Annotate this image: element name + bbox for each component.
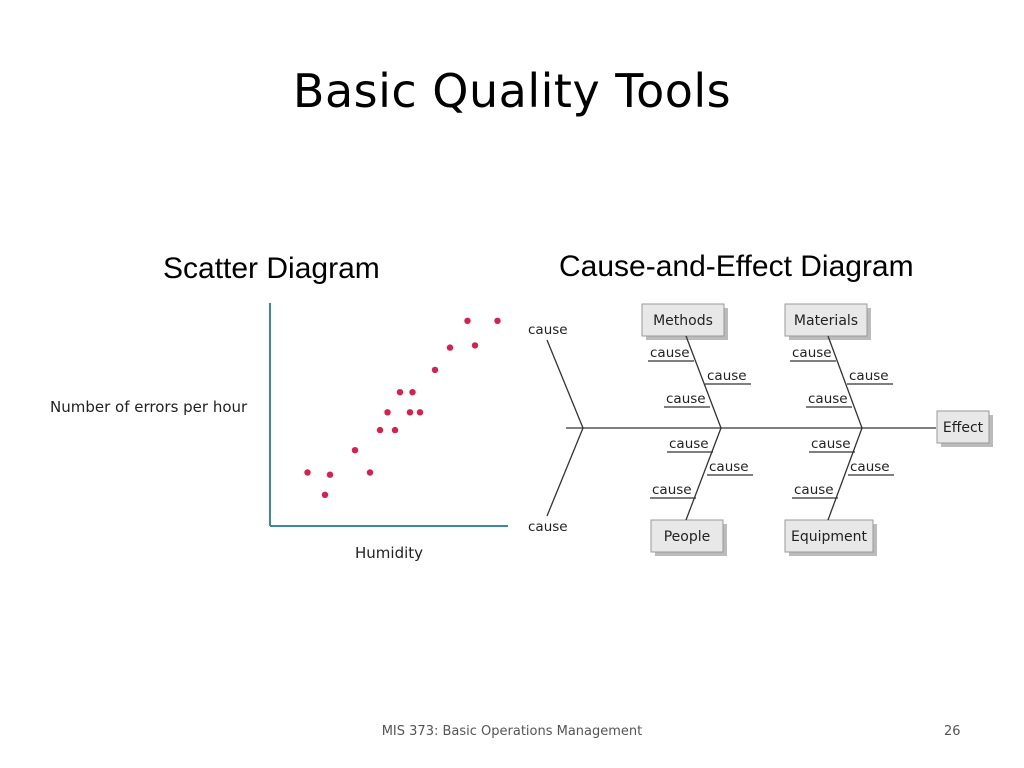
y-axis-label: Number of errors per hour (50, 398, 248, 416)
scatter-point (376, 426, 384, 434)
scatter-point (396, 389, 404, 396)
scatter-point (471, 342, 479, 349)
cause-label: cause (811, 436, 851, 452)
scatter-point (391, 426, 399, 434)
scatter-point (384, 409, 391, 416)
cause-label: cause (669, 436, 709, 452)
cause-label: cause (528, 322, 568, 338)
cause-label: cause (794, 482, 834, 498)
scatter-point (351, 447, 359, 454)
bone-methods (685, 335, 722, 429)
scatter-point (409, 389, 416, 396)
cause-label: cause (792, 345, 832, 361)
cause-label: cause (666, 391, 706, 407)
category-box (784, 519, 874, 553)
bone-people (685, 427, 722, 521)
cause-label: cause (709, 459, 749, 475)
category-box (650, 519, 724, 553)
fishbone-bones (546, 303, 993, 556)
cause-label: cause (652, 482, 692, 498)
category-label: Methods (653, 313, 713, 329)
category-label: Materials (794, 313, 858, 329)
scatter-point (446, 344, 454, 351)
scatter-points (304, 317, 501, 498)
cause-label: cause (528, 519, 568, 535)
scatter-point (464, 317, 471, 324)
cause-label: cause (849, 368, 889, 384)
cause-label: cause (650, 345, 690, 361)
cause-label: cause (707, 368, 747, 384)
cause-effect-diagram-heading: Cause-and-Effect Diagram (559, 250, 914, 283)
category-label: People (664, 529, 711, 545)
bone-equipment (827, 427, 863, 521)
category-label: Equipment (791, 529, 868, 545)
effect-label: Effect (943, 420, 984, 436)
scatter-diagram-heading: Scatter Diagram (163, 252, 380, 285)
tail-bone-bottom (546, 427, 584, 517)
slide-footer: MIS 373: Basic Operations Management (381, 724, 643, 739)
scatter-point (326, 471, 334, 478)
scatter-point (431, 366, 439, 374)
scatter-point (406, 409, 414, 416)
cause-label: cause (850, 459, 890, 475)
bone-materials (827, 335, 863, 429)
scatter-point (416, 409, 424, 416)
scatter-diagram: Number of errors per hour Humidity (50, 303, 508, 562)
x-axis-label: Humidity (355, 544, 423, 562)
scatter-point (494, 317, 501, 324)
scatter-point (321, 491, 329, 498)
cause-label: cause (808, 391, 848, 407)
slide-title: Basic Quality Tools (292, 64, 732, 118)
effect-box (936, 410, 990, 444)
tail-bone-top (546, 339, 584, 429)
category-box (641, 303, 725, 337)
scatter-point (304, 469, 311, 476)
scatter-point (366, 469, 374, 476)
category-box (784, 303, 868, 337)
page-number: 26 (944, 724, 961, 739)
